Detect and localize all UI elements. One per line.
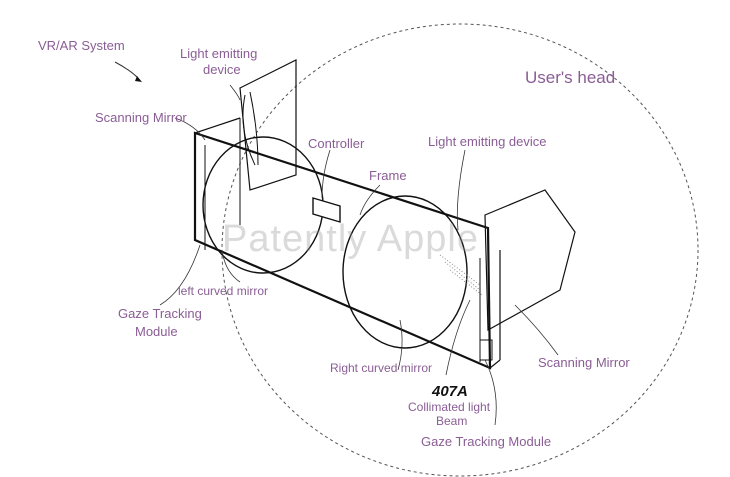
light-path: [242, 94, 256, 166]
leader-line: [159, 244, 201, 306]
label-collimated-beam-2: Beam: [436, 414, 468, 428]
leader-line: [397, 319, 403, 371]
label-scanning-mirror-right: Scanning Mirror: [538, 355, 630, 370]
label-gaze-tracking-left-2: Module: [135, 324, 178, 339]
system-arrow: [114, 61, 139, 79]
leader-line: [484, 359, 497, 426]
right-light-emitting-panel: [484, 189, 576, 332]
leader-line: [514, 304, 559, 356]
label-users-head: User's head: [525, 68, 616, 87]
label-right-curved-mirror: Right curved mirror: [330, 361, 433, 375]
arrowhead-icon: [135, 76, 142, 82]
leader-line: [229, 84, 241, 101]
label-scanning-mirror-left: Scanning Mirror: [95, 110, 187, 125]
leader-line: [359, 184, 381, 216]
controller: [312, 197, 341, 223]
leader-line: [456, 149, 466, 231]
frame-edge: [489, 359, 501, 369]
right-gaze-tracking-module: [479, 339, 493, 361]
label-light-emitting-left-1: Light emitting: [180, 46, 258, 61]
watermark: Patently Apple: [222, 218, 479, 260]
label-collimated-beam-1: Collimated light: [408, 400, 491, 414]
label-controller: Controller: [308, 136, 365, 151]
left-light-emitting-panel: [239, 59, 297, 191]
label-left-curved-mirror: left curved mirror: [178, 284, 269, 298]
leader-line: [174, 117, 206, 141]
label-gaze-tracking-left-1: Gaze Tracking: [118, 306, 202, 321]
leader-line: [445, 299, 471, 376]
light-path: [249, 91, 259, 166]
frame-edge: [194, 117, 241, 134]
label-frame: Frame: [369, 168, 407, 183]
leader-line: [221, 249, 241, 283]
label-vr-ar-system: VR/AR System: [38, 38, 125, 53]
label-light-emitting-left-2: device: [203, 62, 241, 77]
collimated-light-beam: [439, 254, 483, 296]
reference-407a: 407A: [432, 383, 468, 400]
right-curved-mirror: [342, 195, 468, 349]
label-gaze-tracking-right: Gaze Tracking Module: [421, 434, 552, 449]
label-light-emitting-right: Light emitting device: [428, 134, 547, 149]
leader-line: [321, 149, 331, 199]
